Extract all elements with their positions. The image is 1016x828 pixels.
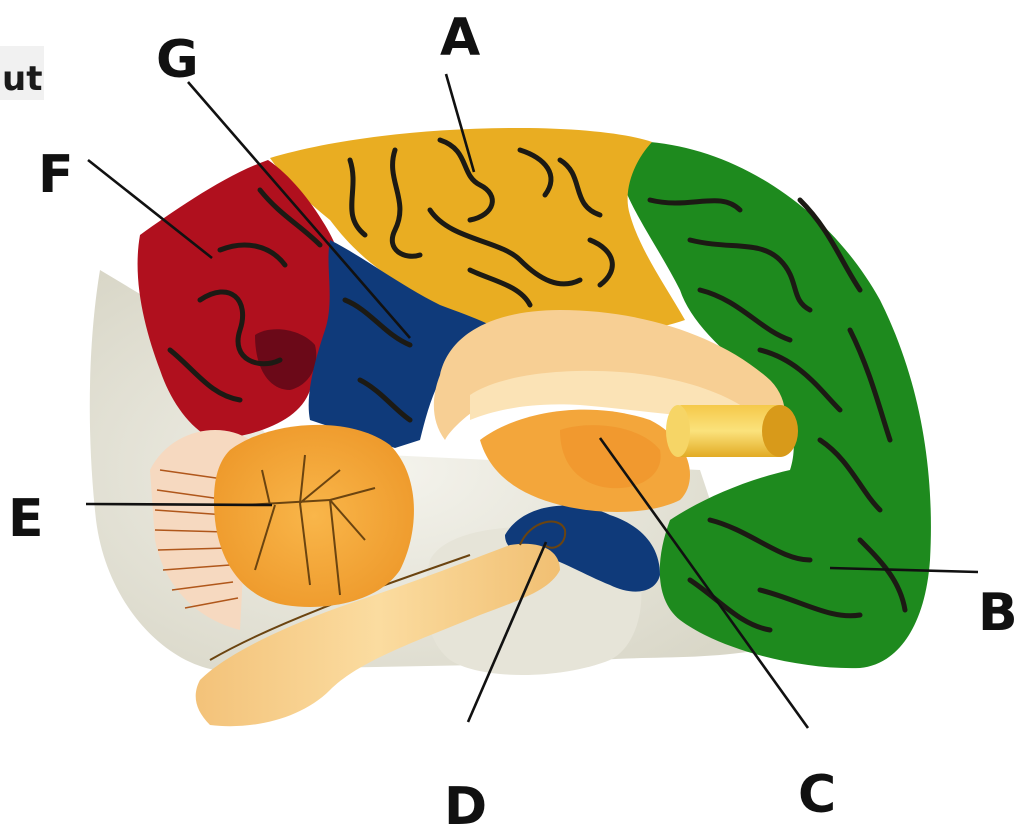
label-e: E (8, 489, 44, 549)
leader-line-e (86, 504, 272, 505)
cut-tube-end (762, 405, 798, 457)
cerebellum (214, 425, 414, 607)
label-f: F (38, 145, 74, 205)
cut-tube-start (666, 405, 690, 457)
label-g: G (156, 30, 199, 90)
label-c: C (798, 765, 836, 825)
label-d: D (444, 777, 487, 828)
label-b: B (978, 583, 1016, 643)
label-a: A (440, 8, 480, 68)
corner-text: ut (2, 59, 42, 99)
